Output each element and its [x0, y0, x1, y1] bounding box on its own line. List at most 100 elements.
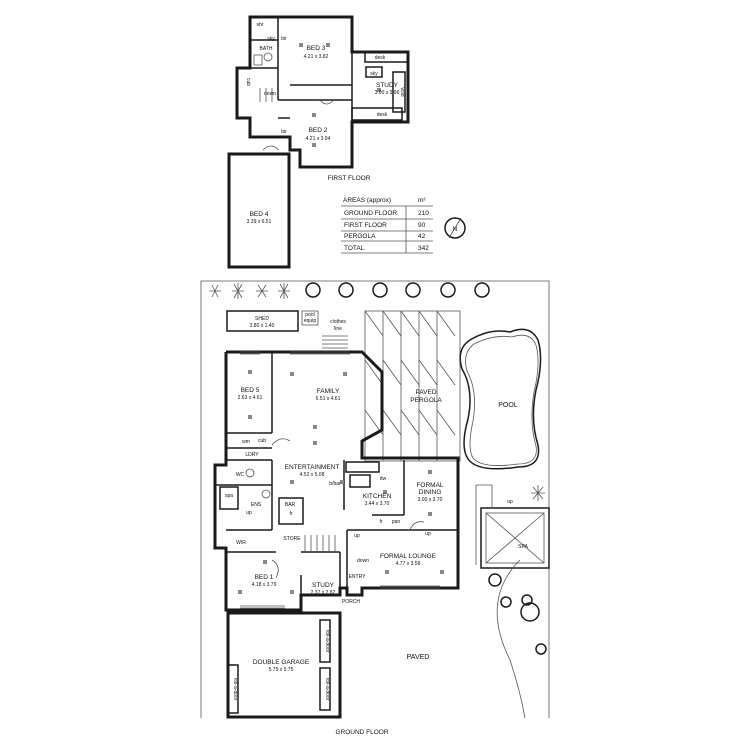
- tree-icon: [305, 282, 321, 298]
- fr-label-1: fr: [289, 511, 292, 517]
- bbar-label: b/bar: [329, 481, 341, 487]
- ff-basin: [263, 52, 273, 62]
- bar-label: BAR: [285, 502, 296, 508]
- bed2-name: BED 2: [309, 127, 328, 134]
- family-name: FAMILY: [317, 388, 340, 395]
- roller-door-right: [319, 619, 331, 663]
- light-point: [248, 370, 252, 374]
- areas-row-label: GROUND FLOOR: [344, 210, 397, 217]
- light-point: [343, 372, 347, 376]
- ff-sky-label: sky: [267, 36, 275, 42]
- areas-row-value: 210: [418, 210, 429, 217]
- pool-inner-outline: [465, 334, 539, 466]
- ff-bir-label-2: bir: [281, 129, 287, 135]
- kitchen-bench: [345, 461, 380, 473]
- shrub-icon: [232, 283, 244, 299]
- ff-bir-label: bir: [281, 36, 287, 42]
- light-point: [248, 415, 252, 419]
- bed5-name: BED 5: [241, 387, 260, 394]
- ff-desk-label-2: desk: [377, 112, 388, 118]
- roller-door-label: roll-a-door: [324, 678, 330, 701]
- light-point: [340, 480, 344, 484]
- first-floor-plan: BED 3 4.21 x 3.82 STUDY 3.00 x 3.96 BED …: [227, 15, 410, 269]
- bed4-name: BED 4: [250, 211, 269, 218]
- window: [290, 351, 350, 355]
- spa-up-label: up: [507, 499, 513, 505]
- ground-stair: [304, 535, 336, 553]
- tree-icon: [372, 282, 388, 298]
- ens-label: ENS: [251, 502, 262, 508]
- ens-spa-label: spa: [225, 493, 233, 499]
- tree-icon: [520, 602, 540, 622]
- gf-study-dims: 2.37 x 2.82: [311, 590, 336, 596]
- kitchen-name: KITCHEN: [363, 493, 392, 500]
- site-boundary: [200, 280, 550, 718]
- ground-floor-plan: SHED 3.80 x 1.40 pool equip clothes line…: [200, 280, 550, 736]
- spa-inner: [485, 512, 545, 564]
- formal-dining-dims: 3.00 x 3.70: [418, 497, 443, 503]
- ff-toilet: [253, 54, 263, 66]
- light-point: [428, 512, 432, 516]
- ff-void-label: void: [399, 87, 405, 96]
- pan-label: pan: [392, 519, 401, 525]
- pool-equip-label-1: pool: [305, 312, 314, 318]
- gf-door-arc: [271, 438, 291, 446]
- up-label-2: up: [354, 533, 360, 539]
- ff-sky-label-2: sky: [370, 71, 378, 77]
- shrub-icon: [278, 283, 290, 299]
- up-label-3: up: [425, 531, 431, 537]
- formal-dining-name-2: DINING: [419, 489, 442, 496]
- compass-letter: N: [453, 226, 458, 233]
- ff-desk: [351, 107, 403, 121]
- wm-label: wm: [242, 439, 250, 445]
- ff-study-dims: 3.00 x 3.96: [375, 90, 400, 96]
- light-point: [428, 470, 432, 474]
- wc-label: WC: [236, 472, 245, 478]
- light-point: [299, 43, 303, 47]
- window: [380, 585, 440, 589]
- garage-name: DOUBLE GARAGE: [253, 659, 310, 666]
- light-point: [377, 88, 381, 92]
- entry-label: ENTRY: [349, 574, 367, 580]
- pool-label: POOL: [498, 402, 518, 409]
- light-point: [263, 560, 267, 564]
- shrub-icon: [209, 284, 221, 298]
- roller-door-label: roll-a-door: [232, 678, 238, 701]
- ff-sky: [365, 66, 383, 78]
- light-point: [326, 43, 330, 47]
- light-point: [290, 480, 294, 484]
- pergola-label-2: PERGOLA: [410, 397, 442, 404]
- light-point: [290, 590, 294, 594]
- roller-door-right-2: [319, 667, 331, 711]
- ldry-label: LDRY: [245, 452, 259, 458]
- pool-outline: [459, 328, 542, 470]
- areas-heading: AREAS (approx): [343, 197, 391, 204]
- gf-door-arc: [271, 559, 279, 579]
- kitchen-dims: 3.44 x 3.70: [365, 501, 390, 507]
- back-steps: [322, 335, 348, 349]
- gf-study-name: STUDY: [312, 582, 335, 589]
- pergola: [364, 310, 461, 462]
- shed-outline: [226, 310, 299, 332]
- bed3-name: BED 3: [307, 45, 326, 52]
- gf-door-arc: [409, 521, 425, 531]
- roller-door-left: [227, 664, 239, 714]
- window: [240, 351, 260, 355]
- areas-row-value: 42: [418, 233, 426, 240]
- tree-icon: [338, 282, 354, 298]
- ff-desk-label-1: desk: [375, 55, 386, 61]
- ff-desk: [364, 51, 409, 63]
- pool-equip-label-2: equip: [304, 318, 316, 324]
- bed3-dims: 4.21 x 3.82: [304, 54, 329, 60]
- light-point: [290, 372, 294, 376]
- light-point: [385, 570, 389, 574]
- tree-icon: [405, 282, 421, 298]
- shrub-icon: [256, 284, 268, 298]
- first-floor-title: FIRST FLOOR: [328, 175, 371, 182]
- clothes-line-label-1: clothes: [330, 319, 346, 325]
- formal-dining-name-1: FORMAL: [416, 482, 443, 489]
- light-point: [440, 570, 444, 574]
- ff-bath-label: BATH: [260, 46, 273, 52]
- areas-row-label: TOTAL: [344, 245, 365, 252]
